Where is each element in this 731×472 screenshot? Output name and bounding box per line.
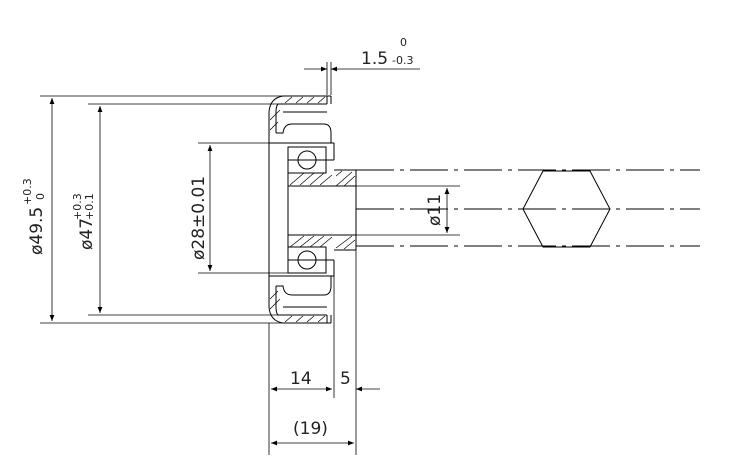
inner-rim-diameter-value: ø47 — [77, 218, 97, 250]
outer-diameter-tol-upper: +0.3 — [21, 178, 34, 205]
width-left-value: 14 — [290, 369, 312, 389]
part-section — [268, 95, 357, 324]
section-hatching — [269, 96, 356, 323]
bore-diameter-dimension: ø11 — [356, 185, 460, 236]
width-right-value: 5 — [340, 369, 351, 389]
outer-diameter-value: ø49.5 — [27, 207, 47, 255]
outer-diameter-tol-lower: 0 — [34, 193, 47, 200]
outer-diameter-dimension: ø49.5 +0.3 0 — [21, 95, 283, 324]
gap-width-tol-lower: -0.3 — [392, 54, 413, 67]
bearing-diameter-value: ø28±0.01 — [189, 176, 209, 260]
inner-rim-diameter-tol-lower: +0.1 — [83, 193, 96, 220]
gap-width-dimension: 1.5 0 -0.3 — [304, 36, 420, 95]
shaft-centerlines — [356, 169, 700, 247]
inner-rim-diameter-dimension: ø47 +0.3 +0.1 — [71, 103, 278, 316]
bearing-diameter-dimension: ø28±0.01 — [189, 142, 288, 274]
gap-width-tol-upper: 0 — [400, 36, 407, 49]
hex-profile — [522, 170, 611, 248]
gap-width-value: 1.5 — [361, 49, 388, 69]
inner-rim-diameter-tol-upper: +0.3 — [71, 193, 84, 220]
overall-width-value: (19) — [293, 419, 328, 439]
bore-diameter-value: ø11 — [425, 194, 445, 226]
width-dimensions: 14 5 (19) — [268, 250, 380, 455]
